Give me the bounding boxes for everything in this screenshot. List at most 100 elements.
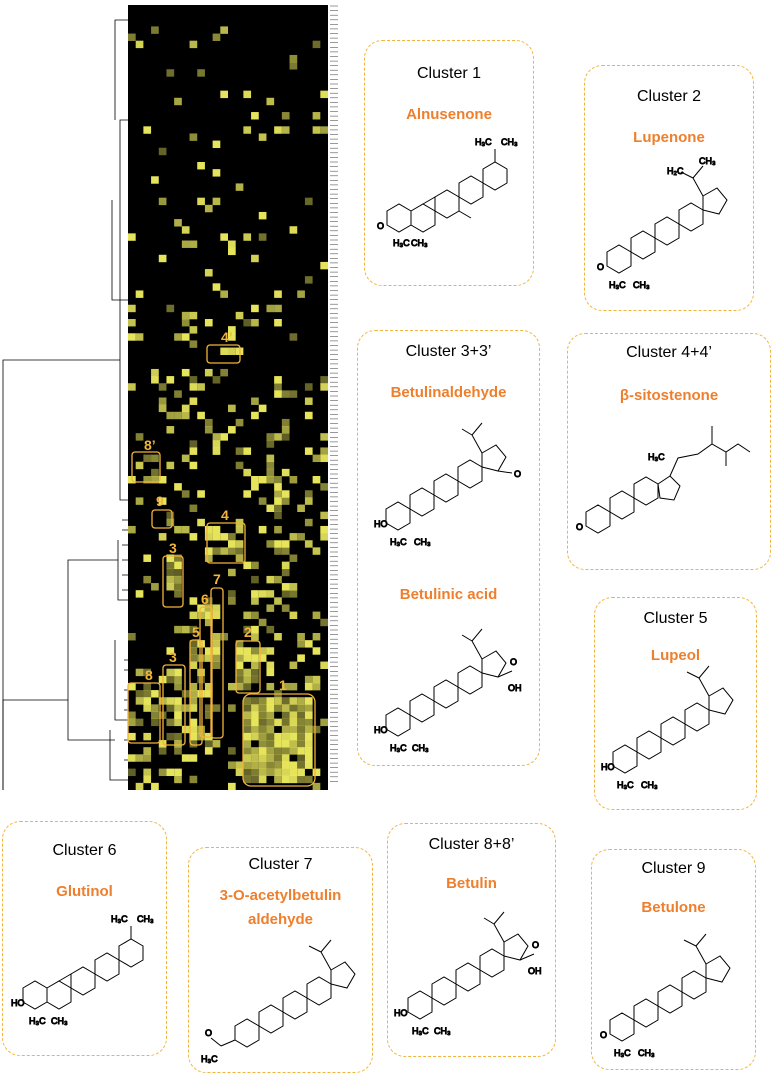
heatmap-cell [251, 304, 259, 313]
heatmap-cell [274, 483, 282, 491]
heatmap-cell [304, 397, 313, 405]
heatmap-cell [220, 26, 228, 34]
heatmap-cell [197, 69, 205, 77]
heatmap-cell [266, 97, 275, 106]
heatmap-cell [181, 333, 190, 341]
svg-text:H₃C: H₃C [614, 1048, 631, 1058]
heatmap-cell [189, 533, 198, 541]
heatmap-cell [212, 33, 221, 41]
heatmap-cell [166, 461, 175, 470]
heatmap-cell [304, 197, 313, 206]
heatmap-cell [304, 675, 313, 684]
svg-text:H₃C: H₃C [111, 914, 128, 924]
heatmap-cell [174, 568, 182, 577]
heatmap-cell [266, 304, 275, 313]
heatmap-cell [243, 654, 252, 662]
heatmap-cell [266, 454, 275, 463]
heatmap-cell [266, 625, 275, 634]
dendrogram [2, 19, 128, 790]
heatmap-cell [320, 383, 328, 391]
region-box-2 [235, 640, 261, 694]
heatmap-cell [251, 718, 259, 727]
heatmap-cell [289, 740, 298, 748]
heatmap-cell [174, 775, 182, 784]
svg-text:H₃C: H₃C [475, 137, 492, 147]
heatmap-cell [128, 682, 136, 691]
heatmap-cell [166, 426, 175, 434]
heatmap-cell [258, 732, 267, 741]
heatmap-cell [281, 768, 290, 777]
heatmap-cell [304, 704, 313, 712]
heatmap-cell [289, 226, 298, 234]
heatmap-cell [235, 311, 244, 320]
heatmap-cell [274, 304, 282, 313]
heatmap-cell [189, 397, 198, 405]
heatmap-cell [235, 668, 244, 677]
heatmap-cell [204, 747, 213, 755]
heatmap-cell [143, 697, 152, 705]
heatmap-cell [312, 682, 321, 691]
heatmap-cell [204, 597, 213, 605]
heatmap-cell [266, 725, 275, 734]
svg-text:H₃C: H₃C [201, 1054, 218, 1064]
heatmap-cell [143, 732, 152, 741]
heatmap-cell [189, 725, 198, 734]
heatmap-cell [197, 668, 205, 677]
heatmap-cell [274, 376, 282, 384]
heatmap-cell [135, 497, 144, 505]
heatmap-cell [281, 697, 290, 705]
heatmap-cell [212, 433, 221, 441]
heatmap-cell [204, 690, 213, 698]
heatmap-cell [204, 711, 213, 719]
heatmap-cell [304, 747, 313, 755]
heatmap-cell [220, 433, 228, 441]
heatmap-cell [228, 533, 236, 541]
heatmap-cell [312, 675, 321, 684]
heatmap-cell [181, 525, 190, 534]
heatmap-cell [289, 775, 298, 784]
heatmap-cell [135, 333, 144, 341]
heatmap-cell [189, 611, 198, 620]
heatmap-cell [220, 547, 228, 555]
heatmap-cell [235, 525, 244, 534]
cluster-title: Cluster 4+4’ [626, 344, 712, 361]
heatmap-cell [235, 183, 244, 191]
heatmap-cell [204, 426, 213, 434]
heatmap-cell [235, 554, 244, 562]
heatmap-cell [151, 468, 159, 477]
heatmap-cell [197, 411, 205, 420]
heatmap-cell [258, 618, 267, 627]
heatmap-cell [235, 682, 244, 691]
heatmap-cell [266, 647, 275, 655]
heatmap-cell [251, 625, 259, 634]
heatmap-cell [189, 447, 198, 455]
heatmap-cell [174, 561, 182, 570]
svg-text:H₃C: H₃C [29, 1016, 46, 1026]
heatmap-cell [289, 768, 298, 777]
heatmap-cell [297, 754, 305, 762]
heatmap-cell [281, 604, 290, 612]
heatmap-cell [174, 333, 182, 341]
heatmap-cell [258, 704, 267, 712]
heatmap-cell [189, 690, 198, 698]
heatmap-cell [151, 704, 159, 712]
heatmap-cell [258, 654, 267, 662]
heatmap-cell [297, 533, 305, 541]
heatmap-cell [212, 633, 221, 641]
heatmap-cell [204, 204, 213, 213]
heatmap-cell [166, 675, 175, 684]
heatmap-cell [320, 376, 328, 384]
heatmap-cell [166, 376, 175, 384]
heatmap-cell [135, 782, 144, 790]
heatmap-cell [174, 583, 182, 591]
svg-text:CH₃: CH₃ [411, 238, 428, 248]
heatmap-cell [181, 226, 190, 234]
heatmap-cell [174, 668, 182, 677]
heatmap-cell [174, 711, 182, 719]
heatmap-cell [274, 761, 282, 769]
region-box-3a [162, 555, 184, 608]
heatmap-cell [289, 661, 298, 669]
heatmap-cell [235, 547, 244, 555]
